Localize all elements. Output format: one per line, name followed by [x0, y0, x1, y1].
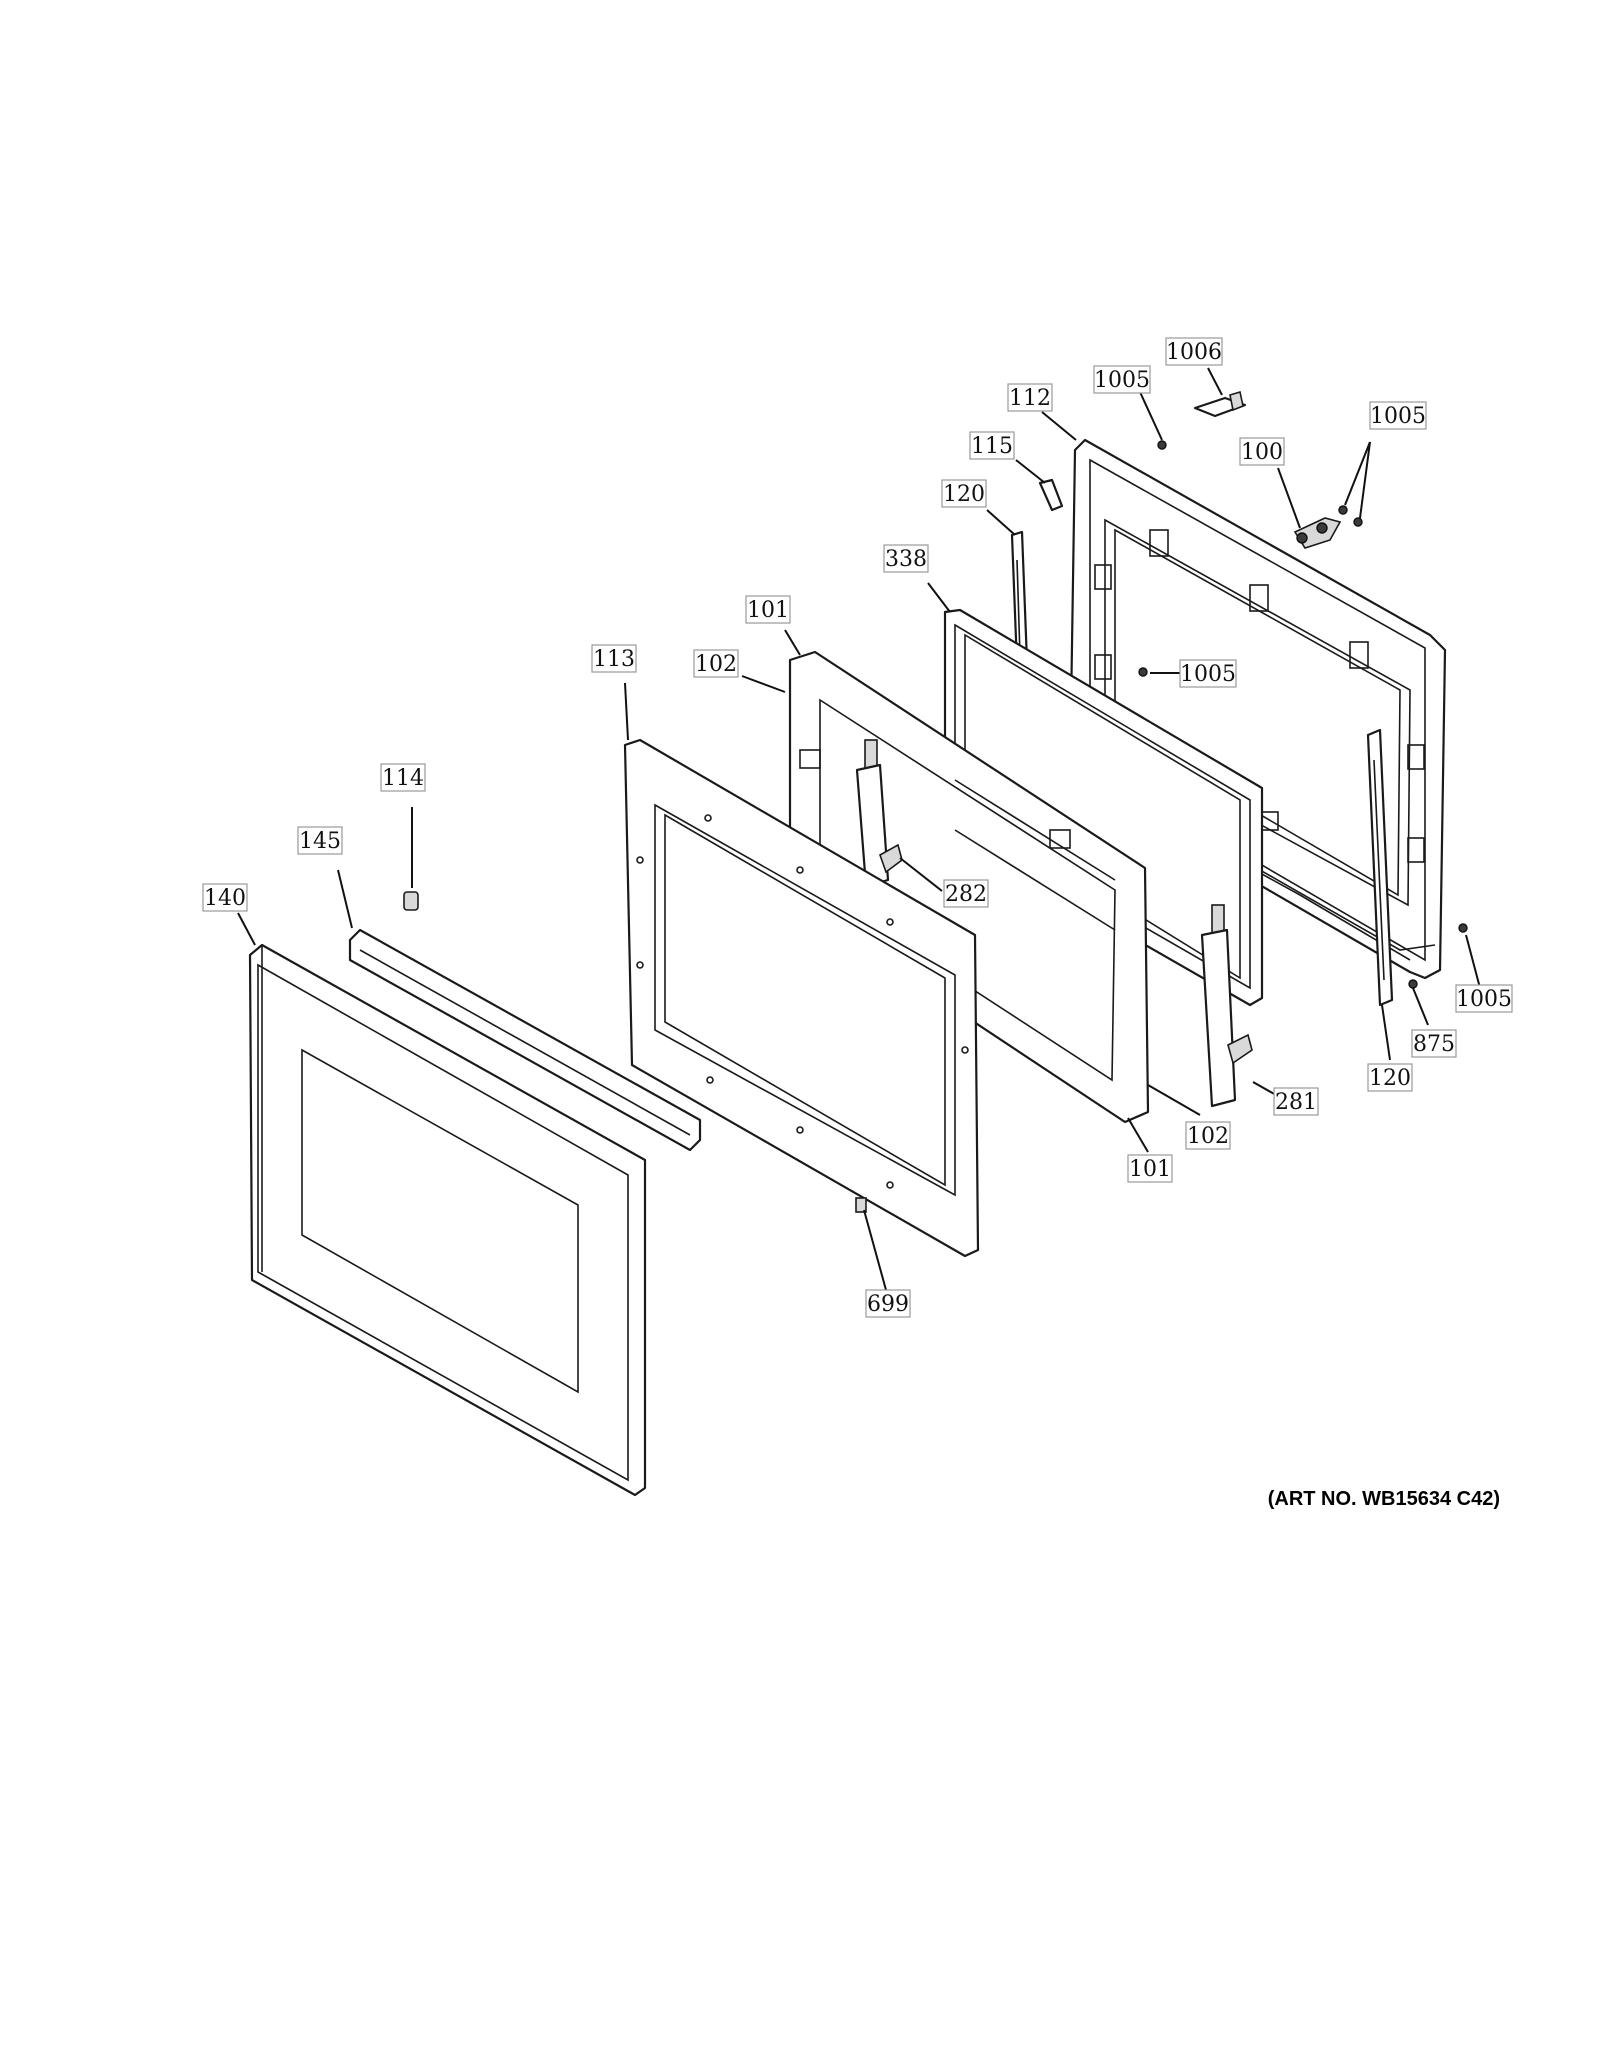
svg-text:1005: 1005 [1094, 368, 1150, 393]
callout-102: 102 [1185, 1121, 1231, 1150]
svg-text:1005: 1005 [1370, 404, 1426, 429]
callout-145: 145 [297, 826, 343, 855]
callout-1005: 1005 [1093, 365, 1151, 394]
svg-text:120: 120 [1369, 1066, 1411, 1091]
part-1006-clip [1193, 390, 1247, 418]
callout-338: 338 [883, 544, 929, 573]
svg-text:1005: 1005 [1456, 987, 1512, 1012]
callout-281: 281 [1273, 1087, 1319, 1116]
svg-text:112: 112 [1009, 386, 1051, 411]
part-100-latch [1293, 517, 1342, 549]
callout-1005: 1005 [1179, 659, 1237, 688]
callout-101: 101 [1127, 1154, 1173, 1183]
callout-1005: 1005 [1455, 984, 1513, 1013]
svg-text:699: 699 [867, 1292, 909, 1317]
part-115-spring [1038, 478, 1064, 512]
svg-text:102: 102 [695, 652, 737, 677]
svg-text:140: 140 [204, 886, 246, 911]
callout-875: 875 [1411, 1029, 1457, 1058]
callout-101: 101 [745, 595, 791, 624]
part-281-hinge-right [1200, 904, 1253, 1108]
svg-text:101: 101 [747, 598, 789, 623]
callout-113: 113 [591, 644, 637, 673]
svg-text:145: 145 [299, 829, 341, 854]
part-113-inner-door-frame [623, 738, 980, 1258]
callout-1006: 1006 [1165, 337, 1223, 366]
part-140-outer-door-panel [248, 943, 647, 1497]
callout-140: 140 [202, 883, 248, 912]
callout-115: 115 [969, 431, 1015, 460]
part-282-hinge-left [855, 739, 903, 888]
callout-112: 112 [1007, 383, 1053, 412]
leader-lines [237, 367, 1481, 1291]
callout-282: 282 [943, 879, 989, 908]
svg-text:101: 101 [1129, 1157, 1171, 1182]
callout-120: 120 [1367, 1063, 1413, 1092]
part-699-spacer [855, 1197, 867, 1213]
svg-text:102: 102 [1187, 1124, 1229, 1149]
callout-100: 100 [1239, 437, 1285, 466]
callout-120: 120 [941, 479, 987, 508]
svg-text:100: 100 [1241, 440, 1283, 465]
svg-text:281: 281 [1275, 1090, 1317, 1115]
svg-text:1006: 1006 [1166, 340, 1222, 365]
svg-text:1005: 1005 [1180, 662, 1236, 687]
callout-114: 114 [380, 763, 426, 792]
svg-text:875: 875 [1413, 1032, 1455, 1057]
part-120-hinge-receiver-right [1366, 728, 1394, 1007]
part-145-handle-trim [348, 928, 702, 1152]
svg-text:282: 282 [945, 882, 987, 907]
part-114-bumper [403, 891, 419, 911]
svg-text:120: 120 [943, 482, 985, 507]
callout-1005: 1005 [1369, 401, 1427, 430]
callout-102: 102 [693, 649, 739, 678]
svg-text:113: 113 [593, 647, 635, 672]
art-number-label: (ART NO. WB15634 C42) [1267, 1488, 1500, 1510]
svg-text:114: 114 [382, 766, 424, 791]
callout-699: 699 [865, 1289, 911, 1318]
svg-text:115: 115 [971, 434, 1013, 459]
svg-text:338: 338 [885, 547, 927, 572]
